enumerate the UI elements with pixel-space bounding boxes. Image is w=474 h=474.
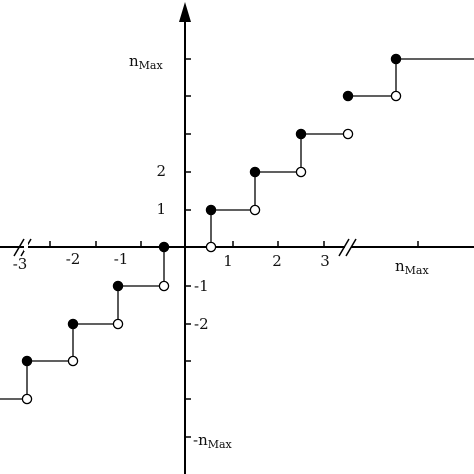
x-tick-label-2: 2 <box>272 252 282 270</box>
closed-point-1 <box>21 355 33 367</box>
closed-point-2 <box>67 318 79 330</box>
x-max-label: nMax <box>395 257 429 277</box>
open-point-7 <box>342 128 354 140</box>
y-tick-label-2: 2 <box>156 162 166 180</box>
x-axis-break-right <box>338 238 357 257</box>
closed-point-8 <box>342 90 354 102</box>
x-axis-break-left <box>13 238 32 257</box>
open-point-2 <box>112 318 124 330</box>
open-point-5 <box>249 204 261 216</box>
closed-point-4 <box>158 241 170 253</box>
closed-point-7 <box>295 128 307 140</box>
closed-point-9 <box>390 53 402 65</box>
open-point-0 <box>21 393 33 405</box>
endpoint-markers <box>21 53 402 405</box>
tick-labels: -3 -2 -1 1 2 3 1 2 -1 -2 nMax nMax -nMax <box>13 52 430 451</box>
y-axis-arrow-icon <box>179 2 191 22</box>
closed-point-6 <box>249 166 261 178</box>
y-max-label: nMax <box>129 52 163 72</box>
step-lines <box>0 58 474 400</box>
y-tick-label-neg1: -1 <box>194 277 209 295</box>
x-tick-label-neg3: -3 <box>13 255 28 273</box>
y-tick-label-neg2: -2 <box>194 315 209 333</box>
tick-marks <box>49 58 419 438</box>
open-point-6 <box>295 166 307 178</box>
open-point-1 <box>67 355 79 367</box>
open-point-8 <box>390 90 402 102</box>
x-tick-label-neg1: -1 <box>114 250 129 268</box>
closed-point-5 <box>205 204 217 216</box>
x-tick-label-1: 1 <box>223 252 233 270</box>
x-tick-label-neg2: -2 <box>66 250 81 268</box>
y-tick-label-1: 1 <box>156 200 166 218</box>
x-tick-label-3: 3 <box>320 252 330 270</box>
y-min-label: -nMax <box>193 431 233 451</box>
open-point-3 <box>158 280 170 292</box>
closed-point-3 <box>112 280 124 292</box>
open-point-4 <box>205 241 217 253</box>
